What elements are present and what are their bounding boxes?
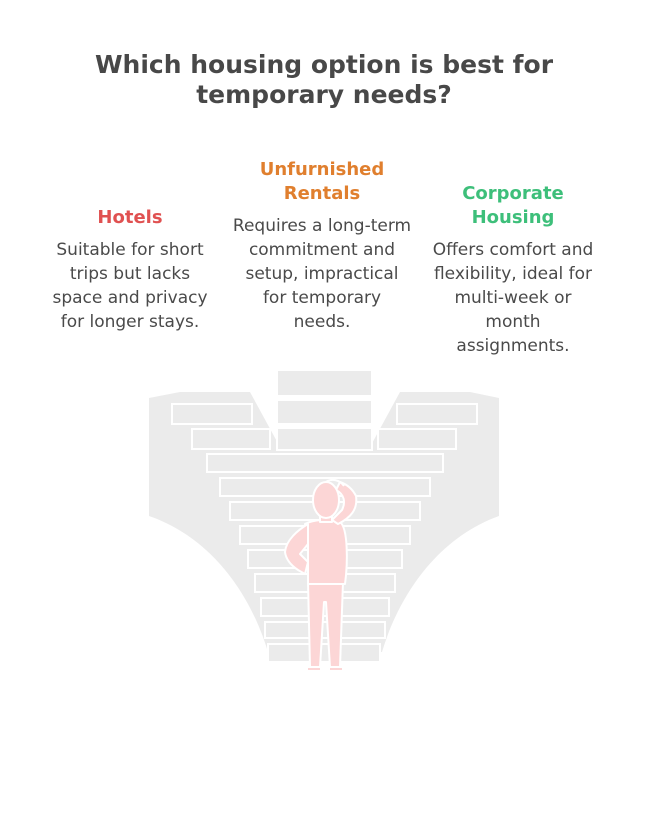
- person-icon: [284, 478, 358, 672]
- option-description-hotels: Suitable for short trips but lacks space…: [52, 240, 208, 332]
- option-hotels: Hotels Suitable for short trips but lack…: [45, 206, 215, 334]
- option-corporate-housing: Corporate Housing Offers comfort and fle…: [428, 182, 598, 358]
- staircase-illustration: [149, 369, 499, 672]
- page-title: Which housing option is best for tempora…: [94, 50, 554, 109]
- option-description-unfurnished-rentals: Requires a long-term commitment and setu…: [232, 216, 412, 332]
- option-heading-hotels: Hotels: [97, 207, 163, 228]
- option-description-corporate-housing: Offers comfort and flexibility, ideal fo…: [432, 240, 594, 356]
- option-heading-unfurnished-rentals: Unfurnished Rentals: [259, 159, 385, 204]
- option-heading-corporate-housing: Corporate Housing: [462, 183, 564, 228]
- option-unfurnished-rentals: Unfurnished Rentals Requires a long-term…: [232, 158, 412, 334]
